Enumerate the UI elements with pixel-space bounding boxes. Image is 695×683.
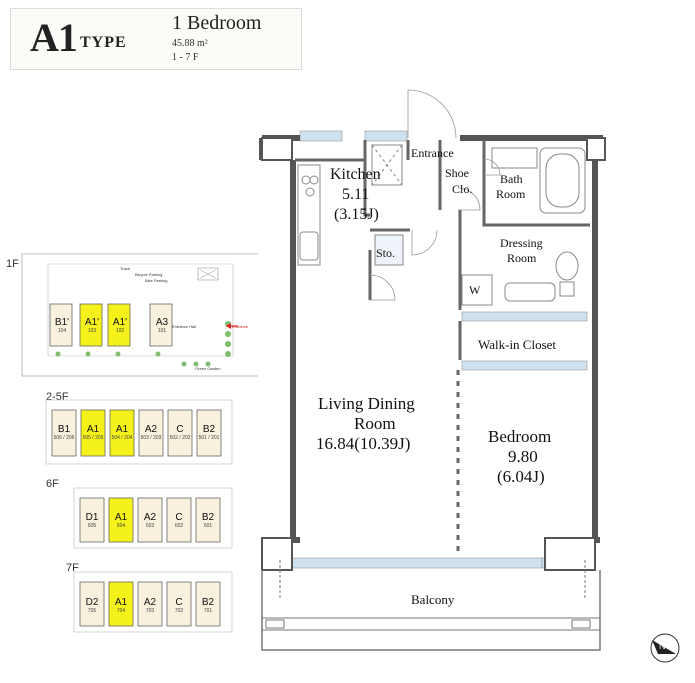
key-plan-2-5f <box>45 399 233 465</box>
key-note-bicycle: Bicycle Parking <box>135 272 163 277</box>
key-unit-1f-3: A1'102 <box>112 317 128 334</box>
column-top-right <box>586 137 606 161</box>
living-label-2: Room <box>354 414 396 433</box>
key-note-trash: Trash <box>120 266 131 271</box>
living-label-1: Living Dining <box>318 394 415 413</box>
key-note-entrance: Entrance <box>232 324 249 329</box>
key-note-hall: Entrance Hall <box>172 324 197 329</box>
key-plan-7f-label: 7F <box>66 562 79 574</box>
window-kitchen <box>299 130 343 142</box>
walkin-closet-label: Walk-in Closet <box>478 337 557 352</box>
column-top-left <box>261 137 293 161</box>
bath-label-2: Room <box>496 187 526 201</box>
washer-label: W <box>469 283 481 297</box>
key-note-garden: Green Garden <box>195 366 221 371</box>
shoe-closet-label-1: Shoe <box>445 166 469 180</box>
living-area: 16.84(10.39J) <box>316 434 411 453</box>
bedroom-tatami: (6.04J) <box>497 467 545 486</box>
dressing-label-1: Dressing <box>500 236 543 250</box>
unit-floors: 1 - 7 F <box>172 52 199 63</box>
unit-area: 45.88 m² <box>172 38 208 49</box>
room-kitchen-label: Kitchen <box>330 166 381 183</box>
key-plan-6f <box>73 487 233 549</box>
wall-top-right <box>460 135 603 160</box>
balcony-label: Balcony <box>411 592 455 607</box>
column-left <box>261 537 293 571</box>
window-closet-bottom <box>461 360 588 371</box>
room-kitchen-tatami: (3.15J) <box>334 206 379 223</box>
key-plan-6f-label: 6F <box>46 478 59 490</box>
key-plan-7f <box>73 571 233 633</box>
shoe-closet-label-2: Clo. <box>452 182 473 196</box>
bath-label-1: Bath <box>500 172 523 186</box>
key-plan-1f-label: 1F <box>6 258 19 270</box>
unit-layout-title: 1 Bedroom <box>172 12 262 34</box>
storage-label: Sto. <box>376 246 396 260</box>
compass <box>650 633 680 663</box>
type-header <box>10 8 302 70</box>
room-kitchen-area: 5.11 <box>342 186 370 203</box>
bedroom-label: Bedroom <box>488 427 552 446</box>
window-closet-top <box>461 311 588 322</box>
type-word: TYPE <box>80 34 127 51</box>
room-entrance-label: Entrance <box>411 146 454 160</box>
key-plan-1f <box>21 253 258 377</box>
column-right <box>544 537 596 571</box>
compass-north-label: N <box>659 641 666 651</box>
key-note-bike: Bike Parking <box>145 278 168 283</box>
type-code: A1 <box>30 15 78 60</box>
key-unit-1f-2: A1'103 <box>84 317 100 334</box>
dressing-label-2: Room <box>507 251 537 265</box>
key-unit-1f-1: B1'104 <box>54 317 70 334</box>
window-entrance <box>364 130 408 142</box>
bedroom-area: 9.80 <box>508 447 538 466</box>
window-living <box>291 557 543 569</box>
